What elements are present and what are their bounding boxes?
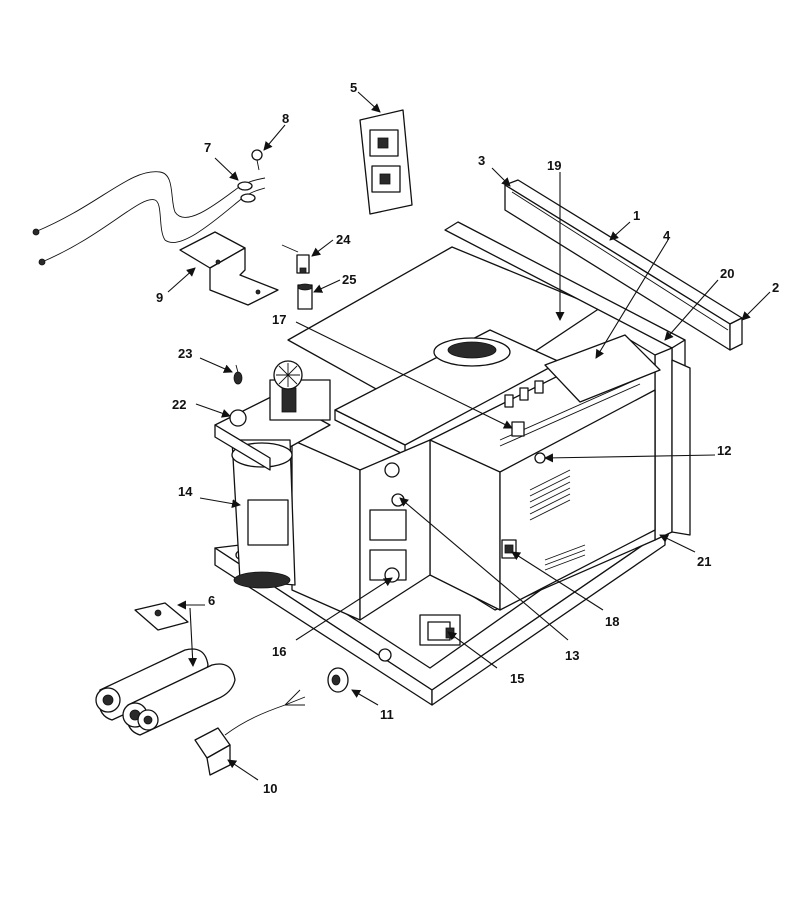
callout-10: 10 xyxy=(263,781,277,796)
callout-24: 24 xyxy=(336,232,351,247)
callout-2: 2 xyxy=(772,280,779,295)
callout-9: 9 xyxy=(156,290,163,305)
callout-25: 25 xyxy=(342,272,356,287)
callout-4: 4 xyxy=(663,228,671,243)
hv-compartment xyxy=(291,439,361,621)
callout-5: 5 xyxy=(350,80,357,95)
callout-18: 18 xyxy=(605,614,619,629)
callout-22: 22 xyxy=(172,397,186,412)
callout-3: 3 xyxy=(478,153,485,168)
fuse-holder xyxy=(297,283,313,310)
hv-capacitors xyxy=(95,602,236,736)
callout-8: 8 xyxy=(282,111,289,126)
mounting-bracket xyxy=(179,231,279,306)
thermostat xyxy=(281,244,310,274)
main-chassis xyxy=(214,221,691,706)
power-cord xyxy=(194,689,306,776)
fan-motor xyxy=(229,360,331,427)
thermal-protector xyxy=(511,421,525,437)
callout-7: 7 xyxy=(204,140,211,155)
screw xyxy=(251,149,263,171)
control-board xyxy=(544,334,661,403)
callout-1: 1 xyxy=(633,208,640,223)
callout-16: 16 xyxy=(272,644,286,659)
callout-15: 15 xyxy=(510,671,524,686)
callout-17: 17 xyxy=(272,312,286,327)
callout-14: 14 xyxy=(178,484,193,499)
callout-labels: 1 2 3 4 5 6 7 8 9 10 11 12 13 14 15 16 1… xyxy=(156,80,779,796)
callout-6: 6 xyxy=(208,593,215,608)
callout-13: 13 xyxy=(565,648,579,663)
vent-grill xyxy=(529,469,586,571)
callout-19: 19 xyxy=(547,158,561,173)
callout-11: 11 xyxy=(380,707,394,722)
callout-12: 12 xyxy=(717,443,731,458)
side-frame xyxy=(654,347,673,541)
callout-21: 21 xyxy=(697,554,711,569)
ferrite-core xyxy=(327,667,349,693)
low-voltage-transformer xyxy=(419,614,461,646)
leader-lines xyxy=(167,91,771,781)
callout-20: 20 xyxy=(720,266,734,281)
callout-23: 23 xyxy=(178,346,192,361)
thermal-cutout xyxy=(233,364,243,385)
wire-harness xyxy=(32,171,266,266)
interlock-switch-bracket xyxy=(359,109,413,215)
